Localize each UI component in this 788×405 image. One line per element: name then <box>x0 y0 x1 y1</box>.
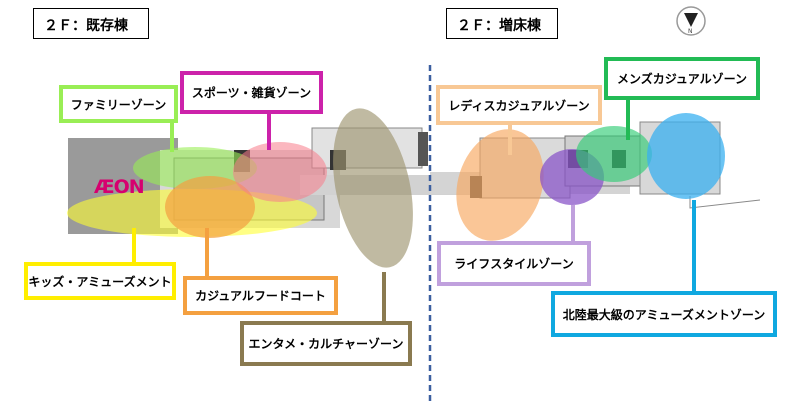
label-ladies-zone: レディスカジュアルゾーン <box>436 85 602 125</box>
label-amusement-zone: 北陸最大級のアミューズメントゾーン <box>551 291 777 337</box>
label-kids-zone: キッズ・アミューズメント <box>24 262 176 300</box>
zone-shape-mens <box>576 126 652 182</box>
title-existing-building: ２Ｆ：既存棟 <box>33 8 149 39</box>
label-mens-zone: メンズカジュアルゾーン <box>604 57 760 100</box>
label-family-zone: ファミリーゾーン <box>59 85 178 123</box>
zone-shape-ladies <box>456 129 544 241</box>
zone-shape-casual-food <box>165 176 255 238</box>
zone-shape-sports <box>233 142 327 202</box>
label-casual-food-zone: カジュアルフードコート <box>183 276 338 315</box>
zone-shape-amusement <box>647 113 725 199</box>
aeon-logo: ÆON <box>94 176 145 198</box>
label-lifestyle-zone: ライフスタイルゾーン <box>437 241 591 286</box>
compass-letter: N <box>688 28 693 35</box>
north-compass-icon <box>676 6 706 36</box>
title-extension-building: ２Ｆ：増床棟 <box>446 8 558 39</box>
label-sports-zone: スポーツ・雑貨ゾーン <box>180 71 323 114</box>
label-entame-zone: エンタメ・カルチャーゾーン <box>240 321 412 366</box>
zone-shape-entame <box>333 108 413 268</box>
